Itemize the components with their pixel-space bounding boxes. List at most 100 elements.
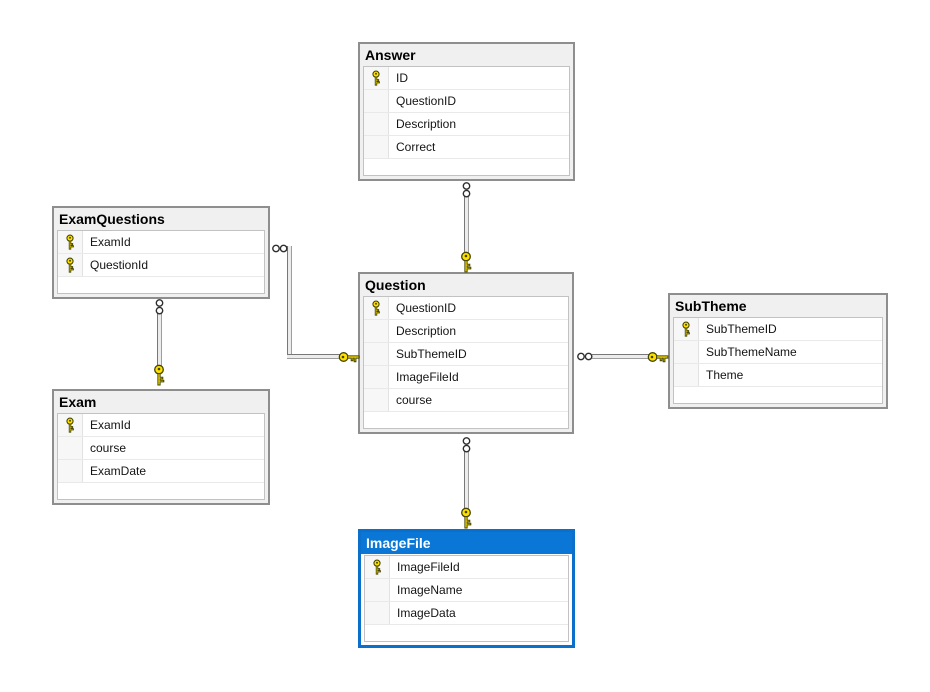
column-row[interactable]: Description	[364, 320, 568, 343]
key-cell-empty	[674, 364, 699, 386]
one-end-key-icon	[461, 251, 472, 273]
column-row[interactable]: Theme	[674, 364, 882, 387]
column-name: QuestionID	[396, 301, 457, 315]
empty-column-row[interactable]	[674, 387, 882, 403]
empty-column-row[interactable]	[364, 159, 569, 175]
column-name: course	[90, 441, 127, 455]
relationship-line[interactable]	[287, 246, 292, 359]
table-title: ExamQuestions	[59, 211, 165, 227]
column-name: course	[396, 393, 433, 407]
column-row[interactable]: ImageData	[365, 602, 568, 625]
key-cell-empty	[364, 320, 389, 342]
key-cell-empty	[364, 343, 389, 365]
table-answer-header[interactable]: Answer	[360, 44, 573, 66]
table-question-header[interactable]: Question	[360, 274, 572, 296]
column-row[interactable]: SubThemeID	[674, 318, 882, 341]
primary-key-icon	[66, 257, 74, 273]
key-cell-empty	[58, 460, 83, 482]
column-row[interactable]: Correct	[364, 136, 569, 159]
relationship-line[interactable]	[464, 196, 469, 254]
one-end-key-icon	[338, 352, 360, 363]
many-end-infinity-icon	[577, 352, 593, 361]
primary-key-icon	[66, 417, 74, 433]
column-name: QuestionId	[90, 258, 149, 272]
table-title: ImageFile	[366, 535, 431, 551]
column-row[interactable]: ExamId	[58, 414, 264, 437]
key-cell-empty	[674, 341, 699, 363]
column-name: Correct	[396, 140, 436, 154]
table-title: Exam	[59, 394, 97, 410]
empty-column-row[interactable]	[58, 277, 264, 293]
empty-column-row[interactable]	[364, 412, 568, 428]
column-name: ImageName	[397, 583, 463, 597]
column-row[interactable]: SubThemeName	[674, 341, 882, 364]
primary-key-cell	[674, 318, 699, 340]
primary-key-cell	[365, 556, 390, 578]
column-row[interactable]: ExamDate	[58, 460, 264, 483]
column-name: SubThemeID	[706, 322, 777, 336]
column-name: Description	[396, 117, 457, 131]
column-name: QuestionID	[396, 94, 457, 108]
relationship-line[interactable]	[464, 451, 469, 509]
key-cell-empty	[58, 437, 83, 459]
key-cell-empty	[364, 136, 389, 158]
key-cell-empty	[365, 579, 390, 601]
relationship-line[interactable]	[287, 354, 340, 359]
empty-column-row[interactable]	[365, 625, 568, 641]
column-row[interactable]: ExamId	[58, 231, 264, 254]
one-end-key-icon	[461, 507, 472, 529]
table-title: Question	[365, 277, 426, 293]
column-row[interactable]: QuestionId	[58, 254, 264, 277]
column-name: Description	[396, 324, 457, 338]
column-row[interactable]: ImageFileId	[364, 366, 568, 389]
column-row[interactable]: ImageFileId	[365, 556, 568, 579]
column-name: ExamId	[90, 418, 131, 432]
primary-key-cell	[58, 414, 83, 436]
column-name: ExamDate	[90, 464, 147, 478]
key-cell-empty	[365, 602, 390, 624]
many-end-infinity-icon	[462, 182, 471, 198]
column-name: Theme	[706, 368, 744, 382]
column-row[interactable]: course	[364, 389, 568, 412]
column-row[interactable]: ID	[364, 67, 569, 90]
primary-key-icon	[372, 300, 380, 316]
column-row[interactable]: SubThemeID	[364, 343, 568, 366]
column-row[interactable]: ImageName	[365, 579, 568, 602]
primary-key-icon	[373, 559, 381, 575]
primary-key-icon	[682, 321, 690, 337]
column-row[interactable]: QuestionID	[364, 90, 569, 113]
column-name: SubThemeID	[396, 347, 467, 361]
column-row[interactable]: course	[58, 437, 264, 460]
column-name: ID	[396, 71, 408, 85]
relationship-line[interactable]	[592, 354, 649, 359]
table-examquestions-header[interactable]: ExamQuestions	[54, 208, 268, 230]
primary-key-icon	[372, 70, 380, 86]
empty-column-row[interactable]	[58, 483, 264, 499]
table-exam-header[interactable]: Exam	[54, 391, 268, 413]
table-subtheme-header[interactable]: SubTheme	[670, 295, 886, 317]
primary-key-icon	[66, 234, 74, 250]
column-row[interactable]: QuestionID	[364, 297, 568, 320]
column-name: SubThemeName	[706, 345, 797, 359]
column-row[interactable]: Description	[364, 113, 569, 136]
table-title: SubTheme	[675, 298, 747, 314]
relationship-line[interactable]	[157, 313, 162, 366]
table-imagefile-header[interactable]: ImageFile	[361, 532, 572, 554]
primary-key-cell	[58, 254, 83, 276]
one-end-key-icon	[647, 352, 669, 363]
column-name: ImageFileId	[396, 370, 459, 384]
column-name: ImageFileId	[397, 560, 460, 574]
many-end-infinity-icon	[462, 437, 471, 453]
key-cell-empty	[364, 90, 389, 112]
